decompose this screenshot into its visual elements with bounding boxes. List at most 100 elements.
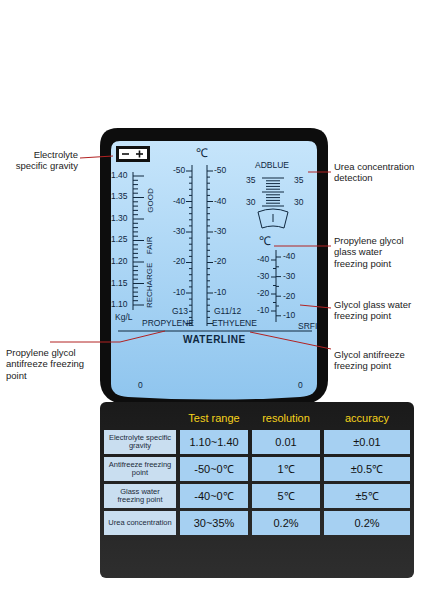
unit-label: ℃ bbox=[196, 147, 208, 160]
scale-label: ETHYLENE bbox=[212, 319, 257, 328]
scale-label: PROPYLENE bbox=[142, 319, 194, 328]
tick bbox=[133, 240, 144, 241]
tick bbox=[207, 232, 213, 233]
callout-label: Propylene glycol antifreeze freezing poi… bbox=[6, 347, 98, 381]
tick bbox=[207, 238, 210, 239]
tick bbox=[207, 274, 210, 275]
tick bbox=[133, 184, 138, 185]
scale-label: -20 bbox=[214, 257, 226, 266]
tick bbox=[207, 262, 213, 263]
tick bbox=[207, 311, 210, 312]
tick bbox=[133, 180, 138, 181]
view-field bbox=[111, 141, 317, 400]
tick bbox=[266, 183, 280, 184]
table-cell: Electrolyte specific gravity bbox=[104, 430, 176, 454]
scale-label: 1.10 bbox=[111, 300, 128, 309]
tick bbox=[207, 268, 210, 269]
tick bbox=[207, 280, 210, 281]
callout-label: Glycol glass water freezing point bbox=[334, 299, 418, 322]
scale-label: G13 bbox=[172, 307, 188, 316]
table-cell: Antifreeze freezing point bbox=[104, 457, 176, 481]
tick bbox=[276, 306, 279, 307]
tick bbox=[207, 207, 210, 208]
table-header: resolution bbox=[252, 406, 320, 430]
tick bbox=[133, 227, 138, 228]
table-cell: ±0.01 bbox=[324, 430, 410, 454]
tick bbox=[186, 171, 192, 172]
scale-label: 35 bbox=[294, 176, 303, 185]
tick bbox=[133, 197, 144, 198]
tick bbox=[276, 257, 281, 258]
tick bbox=[266, 203, 280, 204]
scale-label: -50 bbox=[214, 166, 226, 175]
table-header: Test range bbox=[180, 406, 248, 430]
tick bbox=[189, 177, 192, 178]
tick bbox=[207, 201, 213, 202]
tick bbox=[207, 244, 210, 245]
table-cell: 1℃ bbox=[252, 457, 320, 481]
tick bbox=[133, 210, 138, 211]
tick bbox=[207, 256, 210, 257]
tick bbox=[207, 195, 210, 196]
tick bbox=[189, 268, 192, 269]
table-cell: 30~35% bbox=[180, 511, 248, 535]
tick bbox=[271, 311, 276, 312]
housing bbox=[100, 128, 328, 412]
table-cell: 0.2% bbox=[324, 511, 410, 535]
scale-zone-label: RECHARGE bbox=[146, 263, 155, 308]
tick bbox=[207, 286, 210, 287]
scale-label: -40 bbox=[283, 252, 295, 261]
tick bbox=[189, 317, 192, 318]
tick bbox=[266, 189, 280, 190]
tick bbox=[262, 192, 284, 193]
scale-label: 1.40 bbox=[111, 171, 128, 180]
scale-label: -10 bbox=[283, 311, 295, 320]
scale-label: -40 bbox=[257, 255, 269, 264]
scale-label: 1.25 bbox=[111, 235, 128, 244]
tick bbox=[133, 262, 144, 263]
tick bbox=[189, 213, 192, 214]
scale-label: -30 bbox=[173, 227, 185, 236]
tick bbox=[133, 274, 138, 275]
tick bbox=[266, 194, 280, 195]
tick bbox=[276, 266, 279, 267]
tick bbox=[271, 294, 276, 295]
scale-label: -10 bbox=[214, 288, 226, 297]
tick bbox=[273, 285, 276, 286]
tick bbox=[189, 183, 192, 184]
tick bbox=[266, 200, 280, 201]
tick bbox=[189, 195, 192, 196]
tick bbox=[266, 197, 280, 198]
scale-label: 1.35 bbox=[111, 192, 128, 201]
tick bbox=[133, 287, 138, 288]
tick bbox=[186, 232, 192, 233]
waterline-label: WATERLINE bbox=[183, 334, 246, 345]
scale-ticks bbox=[133, 171, 284, 324]
table-cell: ±0.5℃ bbox=[324, 457, 410, 481]
tick bbox=[271, 277, 276, 278]
table-cell: 0.01 bbox=[252, 430, 320, 454]
tick bbox=[207, 171, 213, 172]
tick bbox=[133, 206, 138, 207]
scale-label: 35 bbox=[246, 176, 255, 185]
tick bbox=[207, 299, 210, 300]
scale-label: -30 bbox=[214, 227, 226, 236]
scale-label: 30 bbox=[246, 198, 255, 207]
tick bbox=[133, 253, 138, 254]
tick bbox=[271, 260, 276, 261]
scale-label: -10 bbox=[173, 288, 185, 297]
tick bbox=[189, 280, 192, 281]
table-cell: ±5℃ bbox=[324, 484, 410, 508]
tick bbox=[133, 223, 138, 224]
table-cell: 1.10~1.40 bbox=[180, 430, 248, 454]
tick bbox=[133, 176, 144, 177]
leader-lines bbox=[50, 156, 331, 349]
tick bbox=[133, 283, 144, 284]
tick bbox=[133, 244, 138, 245]
tick bbox=[207, 305, 210, 306]
tick bbox=[189, 274, 192, 275]
tick bbox=[133, 236, 138, 237]
tick bbox=[189, 238, 192, 239]
